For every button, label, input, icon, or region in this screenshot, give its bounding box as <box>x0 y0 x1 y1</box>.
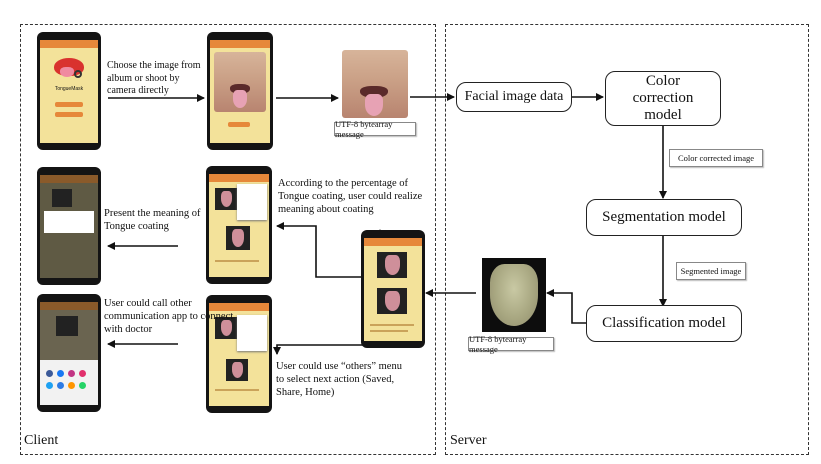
arrow-phone-to-result <box>276 222 361 278</box>
phone-screen <box>40 302 98 405</box>
others-menu[interactable] <box>237 315 267 351</box>
phone-screen <box>210 40 270 143</box>
result-segment-image <box>226 359 248 381</box>
facial-image <box>342 50 408 118</box>
app-logo-tongue-icon <box>60 67 74 77</box>
note-present-meaning: Present the meaning of Tongue coating <box>104 208 201 233</box>
phone-screen <box>40 175 98 278</box>
segmented-tongue-image <box>482 258 546 332</box>
result-segment-image <box>377 288 407 314</box>
tag-color-corrected: Color corrected image <box>669 149 763 167</box>
phone-app-home: TongueMask <box>37 32 101 150</box>
phone-meaning-dialog <box>37 167 101 285</box>
camera-button[interactable] <box>55 102 83 107</box>
note-choose-image: Choose the image from album or shoot by … <box>107 60 201 96</box>
phone-screen <box>209 174 269 277</box>
app-bar <box>209 303 269 311</box>
meaning-dialog <box>44 211 94 233</box>
box-classification-model: Classification model <box>586 305 742 342</box>
server-panel <box>445 24 809 455</box>
share-app-icon[interactable] <box>57 370 64 377</box>
share-app-icon[interactable] <box>46 370 53 377</box>
app-bar <box>209 174 269 182</box>
phone-coating-percentage <box>206 166 272 284</box>
phone-screen <box>209 303 269 406</box>
app-logo-text: TongueMask <box>54 86 84 92</box>
result-tongue-image <box>215 317 237 339</box>
app-bar <box>40 175 98 183</box>
box-color-correction-model: Color correction model <box>605 71 721 126</box>
app-bar <box>40 302 98 310</box>
tag-utf8-top: UTF-8 bytearray message <box>334 119 416 139</box>
app-bar <box>364 238 422 246</box>
tag-segmented: Segmented image <box>676 262 746 280</box>
magnifier-icon <box>74 70 82 78</box>
phone-result <box>361 230 425 348</box>
phone-others-menu <box>206 295 272 413</box>
share-app-icon[interactable] <box>79 370 86 377</box>
phone-screen: TongueMask <box>40 40 98 143</box>
phone-screen <box>364 238 422 341</box>
app-bar <box>40 40 98 48</box>
submit-button[interactable] <box>228 122 250 127</box>
box-facial-image-data: Facial image data <box>456 82 572 112</box>
face-photo <box>214 52 266 112</box>
app-bar <box>210 40 270 48</box>
note-others-menu: User could use “others” menu to select n… <box>276 361 402 399</box>
share-app-icon[interactable] <box>46 382 53 389</box>
note-coating-percentage: According to the percentage of Tongue co… <box>278 178 423 216</box>
server-label: Server <box>450 433 487 448</box>
phone-captured-face <box>207 32 273 150</box>
client-panel <box>20 24 436 455</box>
result-tongue-image <box>377 252 407 278</box>
dropdown-menu[interactable] <box>237 184 267 220</box>
share-sheet[interactable] <box>40 360 98 405</box>
box-segmentation-model: Segmentation model <box>586 199 742 236</box>
result-segment-image <box>226 226 250 250</box>
share-app-icon[interactable] <box>79 382 86 389</box>
tag-utf8-bottom: UTF-8 bytearray message <box>468 334 554 354</box>
share-app-icon[interactable] <box>68 370 75 377</box>
share-app-icon[interactable] <box>68 382 75 389</box>
album-button[interactable] <box>55 112 83 117</box>
result-tongue-image <box>215 188 237 210</box>
client-label: Client <box>24 433 59 448</box>
share-app-icon[interactable] <box>57 382 64 389</box>
note-call-app: User could call other communication app … <box>104 298 234 336</box>
phone-share-sheet <box>37 294 101 412</box>
